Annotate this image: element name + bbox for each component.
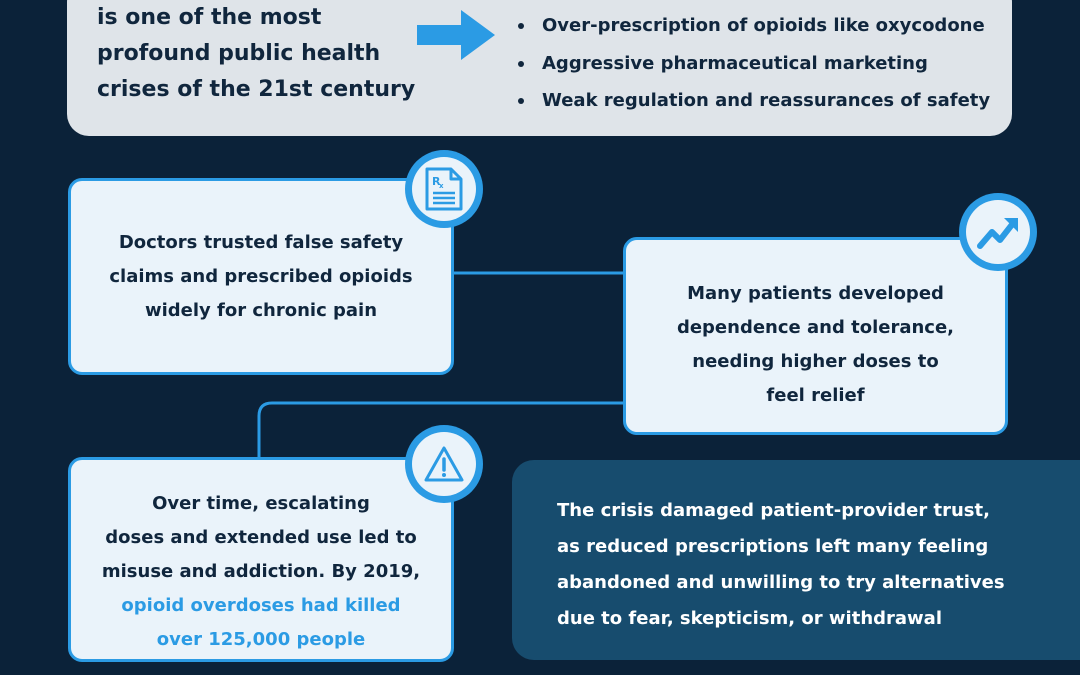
trust-line: abandoned and unwilling to try alternati… (557, 572, 1005, 593)
highlight-line: over 125,000 people (156, 629, 366, 650)
trend-badge (959, 193, 1037, 271)
card-line: doses and extended use led to (105, 527, 417, 548)
trend-up-icon (977, 218, 1018, 249)
warning-badge (405, 425, 483, 503)
prescription-badge: R x (405, 150, 483, 228)
trust-line: due to fear, skepticism, or withdrawal (557, 608, 942, 629)
intro-panel: is one of the most profound public healt… (67, 0, 1012, 136)
card-line: Doctors trusted false safety (118, 231, 404, 253)
cause-item: Aggressive pharmaceutical marketing (512, 45, 990, 83)
card-line: needing higher doses to (692, 351, 939, 372)
prescription-icon: R x (425, 167, 463, 211)
highlight-line: opioid overdoses had killed (121, 595, 401, 616)
trust-line: as reduced prescriptions left many feeli… (557, 536, 989, 557)
svg-text:x: x (439, 182, 444, 190)
overdose-card: Over time, escalating doses and extended… (68, 457, 454, 662)
trust-line: The crisis damaged patient-provider trus… (557, 500, 990, 521)
svg-text:R: R (432, 175, 441, 188)
connector-line (257, 401, 623, 457)
card-line: misuse and addiction. By 2019, (101, 561, 421, 582)
card-line: feel relief (766, 385, 865, 406)
cause-item: Weak regulation and reassurances of safe… (512, 82, 990, 120)
patients-card: Many patients developed dependence and t… (623, 237, 1008, 435)
trust-panel: The crisis damaged patient-provider trus… (512, 460, 1080, 660)
cause-item: Over-prescription of opioids like oxycod… (512, 7, 990, 45)
intro-line: is one of the most (97, 5, 322, 30)
arrow-right-icon (417, 10, 495, 60)
card-line: Over time, escalating (152, 493, 370, 514)
card-line: claims and prescribed opioids (109, 265, 413, 287)
card-line: widely for chronic pain (144, 299, 378, 321)
card-line: dependence and tolerance, (676, 317, 955, 338)
doctors-card: Doctors trusted false safety claims and … (68, 178, 454, 375)
cause-list: Over-prescription of opioids like oxycod… (512, 7, 990, 120)
intro-line: crises of the 21st century (97, 77, 416, 102)
intro-text: is one of the most profound public healt… (97, 0, 427, 108)
intro-line: profound public health (97, 41, 381, 66)
warning-icon (424, 446, 464, 482)
card-line: Many patients developed (687, 283, 944, 304)
